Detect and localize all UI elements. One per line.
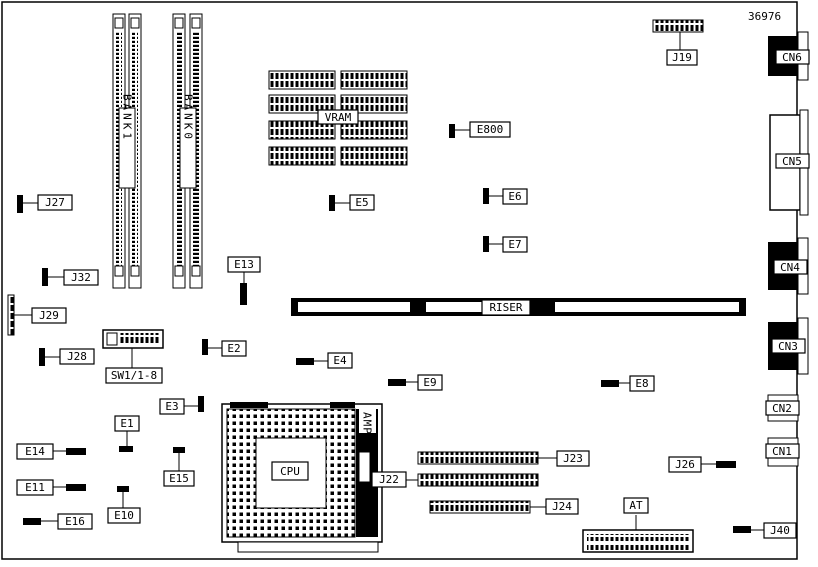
j24-label: J24 [552,500,572,513]
cpu-label: CPU [280,465,300,478]
j26-label: J26 [675,458,695,471]
e14-callout: E14 [16,443,86,460]
j27-callout: J27 [17,194,73,213]
e4-callout: E4 [296,352,353,369]
j27-label: J27 [45,196,65,209]
e6-callout: E6 [483,188,528,205]
e3-callout: E3 [159,396,204,415]
j28-callout: J28 [39,348,95,366]
e800-label: E800 [477,123,504,136]
e2-callout: E2 [202,339,247,357]
e7-label: E7 [508,238,521,251]
j40-label: J40 [770,524,790,537]
cn1-label: CN1 [772,445,792,458]
j19-header: J19 [652,19,704,66]
e10-callout: E10 [107,486,141,524]
riser-slot: RISER [291,298,746,316]
vram-label: VRAM [325,111,352,124]
j24-callout: J24 [530,498,579,515]
e13-label: E13 [234,258,254,271]
cn2-label: CN2 [772,402,792,415]
rear-connectors: CN6 CN5 CN4 CN3 CN2 CN1 [765,31,810,467]
j32-callout: J32 [42,268,99,286]
connectors-j22-j23-j24 [417,451,539,514]
e3-label: E3 [165,400,178,413]
vram-chips: VRAM [268,70,408,166]
e1-callout: E1 [114,415,140,452]
e11-callout: E11 [16,479,86,496]
memory-bank-1: BANK1 [112,13,142,289]
e5-callout: E5 [329,194,375,211]
e15-label: E15 [169,472,189,485]
sw1-label: SW1/1-8 [111,369,157,382]
e4-label: E4 [333,354,347,367]
bank1-label: BANK1 [121,94,134,142]
cn6-label: CN6 [782,51,802,64]
e5-label: E5 [355,196,368,209]
riser-label: RISER [489,301,522,314]
e10-label: E10 [114,509,134,522]
e800-callout: E800 [449,121,511,138]
cn3-label: CN3 [778,340,798,353]
j23-callout: J23 [538,450,590,467]
bank0-label: BANK0 [182,94,195,142]
j23-label: J23 [563,452,583,465]
j19-label: J19 [672,51,692,64]
e2-label: E2 [227,342,240,355]
e1-label: E1 [120,417,133,430]
j29-callout: J29 [7,294,67,336]
e16-label: E16 [65,515,85,528]
j29-label: J29 [39,309,59,322]
j28-label: J28 [67,350,87,363]
at-label: AT [629,499,643,512]
e8-label: E8 [635,377,648,390]
at-power-connector: AT [582,497,694,553]
e15-callout: E15 [163,447,195,487]
e9-callout: E9 [388,374,443,391]
sw1-dip-switch: SW1/1-8 [102,329,164,384]
e16-callout: E16 [23,513,93,530]
cn4-label: CN4 [780,261,800,274]
e9-label: E9 [423,376,436,389]
e7-callout: E7 [483,236,528,253]
cn5-label: CN5 [782,155,802,168]
j22-callout: J22 [371,471,418,488]
e13-callout: E13 [227,256,261,305]
e14-label: E14 [25,445,45,458]
j26-callout: J26 [668,456,736,473]
e11-label: E11 [25,481,45,494]
j40-callout: J40 [733,522,797,539]
amp-label: AMP [361,412,374,435]
cpu-socket: CPU AMP [221,402,383,553]
j32-label: J32 [71,271,91,284]
memory-bank-0: BANK0 [172,13,203,289]
document-id: 36976 [748,10,781,23]
e6-label: E6 [508,190,521,203]
e8-callout: E8 [601,375,655,392]
j22-label: J22 [379,473,399,486]
